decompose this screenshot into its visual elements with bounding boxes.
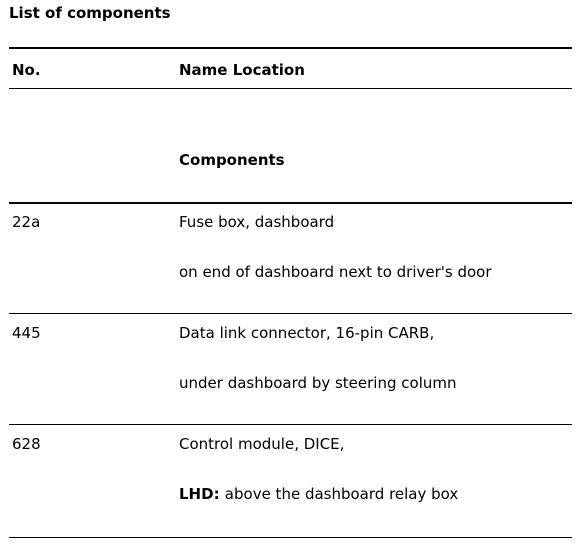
row-rule-0 [9,202,572,204]
row-2-location-prefix: LHD: [179,485,225,503]
row-2-name: Control module, DICE, [179,435,345,453]
section-heading: Components [179,151,285,169]
row-0-name: Fuse box, dashboard [179,213,335,231]
header-bottom-rule [9,88,572,89]
row-2-location-text: above the dashboard relay box [224,485,459,503]
row-rule-1 [9,313,572,314]
row-0-location: on end of dashboard next to driver's doo… [179,263,492,281]
row-0-no: 22a [12,213,41,231]
row-1-location: under dashboard by steering column [179,374,457,392]
row-2-no: 628 [12,435,41,453]
row-1-name: Data link connector, 16-pin CARB, [179,324,435,342]
document-title: List of components [9,4,171,22]
row-rule-2 [9,424,572,425]
row-1-location-text: under dashboard by steering column [179,374,457,392]
table-bottom-rule [9,537,572,538]
column-header-no: No. [12,61,41,79]
row-0-location-text: on end of dashboard next to driver's doo… [179,263,492,281]
row-2-location: LHD: above the dashboard relay box [179,485,458,503]
header-top-rule [9,47,572,49]
row-1-no: 445 [12,324,41,342]
column-header-name-location: Name Location [179,61,305,79]
